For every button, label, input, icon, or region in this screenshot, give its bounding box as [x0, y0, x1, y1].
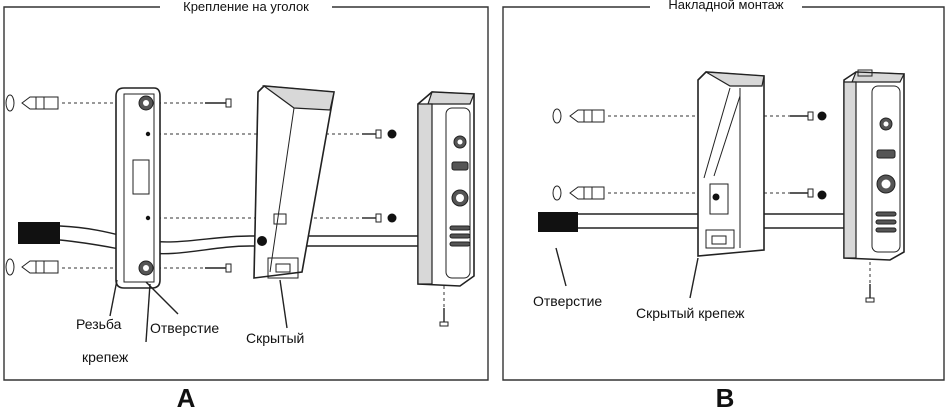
screw-icon — [205, 263, 232, 273]
dowel-icon — [21, 96, 59, 110]
bolt-icon — [362, 213, 397, 223]
wall-hole-icon — [552, 108, 562, 124]
bolt-icon — [362, 129, 397, 139]
call-panel — [843, 69, 905, 261]
dowel-icon — [21, 260, 59, 274]
dowel-icon — [569, 186, 605, 200]
mounting-plate — [115, 87, 161, 289]
panel-b-title: Накладной монтаж — [668, 0, 784, 12]
cable-end — [18, 222, 60, 244]
call-panel — [417, 91, 475, 287]
wall-hole-icon — [5, 94, 15, 112]
label-mount: крепеж — [82, 349, 129, 365]
label-hidden-mount: Скрытый крепеж — [636, 305, 745, 321]
panel-a: Крепление на уголок — [3, 0, 489, 410]
screw-icon — [439, 308, 449, 327]
panel-a-frame — [3, 6, 489, 381]
screw-icon — [205, 98, 232, 108]
cable-end — [538, 212, 578, 232]
label-thread: Резьба — [76, 316, 122, 332]
hidden-bracket — [697, 71, 765, 257]
wall-hole-icon — [552, 185, 562, 201]
label-hole-b: Отверстие — [533, 293, 602, 309]
panel-a-title: Крепление на уголок — [183, 0, 309, 14]
bolt-icon — [790, 111, 827, 121]
hidden-bracket — [253, 85, 335, 279]
panel-b: Накладной монтаж — [502, 0, 945, 410]
label-hole: Отверстие — [150, 320, 219, 336]
screw-icon — [865, 284, 875, 303]
panel-a-letter: A — [177, 383, 196, 410]
dowel-icon — [569, 109, 605, 123]
panel-b-letter: B — [716, 383, 735, 410]
wall-hole-icon — [5, 258, 15, 276]
panel-b-frame — [502, 6, 945, 381]
bolt-icon — [790, 188, 827, 200]
label-hidden: Скрытый — [246, 330, 304, 346]
